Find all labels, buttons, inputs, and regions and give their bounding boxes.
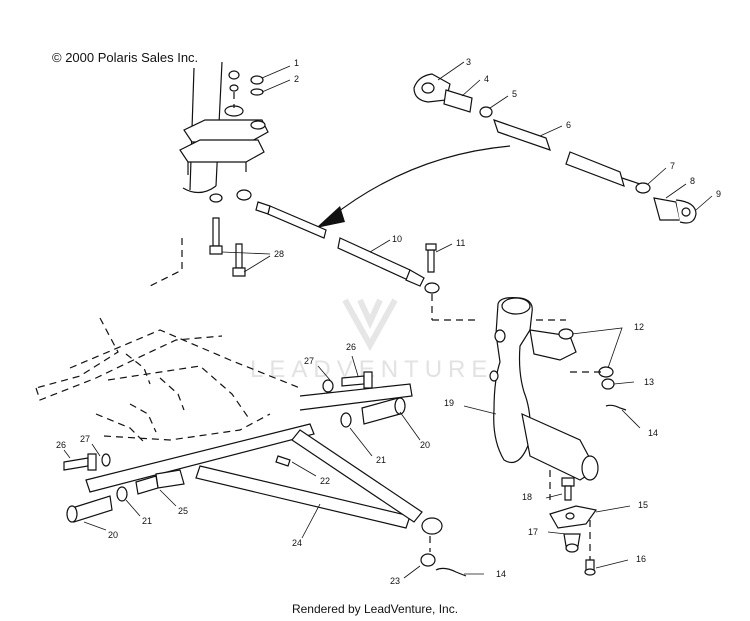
callout-21-left: 21 (142, 516, 152, 526)
bolt-11 (425, 243, 437, 273)
bolt-26-right (341, 371, 373, 389)
washer-21-left (116, 486, 128, 502)
callout-11: 11 (456, 238, 465, 248)
boot-4 (443, 89, 473, 113)
washer-27-right (322, 379, 334, 393)
ball-joint-17 (563, 533, 581, 553)
jam-nut-7 (635, 182, 651, 194)
callout-20-left: 20 (108, 530, 118, 540)
callout-26-left: 26 (56, 440, 66, 450)
bolt-28 (209, 193, 246, 277)
footer-text: Rendered by LeadVenture, Inc. (291, 602, 459, 616)
bolt-26-left (63, 453, 97, 471)
callout-24: 24 (292, 538, 302, 548)
callout-18: 18 (522, 492, 532, 502)
leader-lines (63, 61, 713, 579)
assembly-lines (432, 319, 606, 500)
cotter-pin-14-upper (605, 404, 627, 411)
callout-19: 19 (444, 398, 454, 408)
callout-27-left: 27 (80, 434, 90, 444)
callout-6: 6 (566, 120, 571, 130)
callout-21-right: 21 (376, 455, 386, 465)
callout-2: 2 (294, 74, 299, 84)
assembly-arrow (316, 145, 511, 228)
tie-rod-end-9 (675, 199, 697, 224)
callout-23: 23 (390, 576, 400, 586)
callout-labels: 1 2 3 4 5 6 7 8 9 10 11 12 13 14 14 15 1… (56, 57, 721, 586)
tie-rod-assembly-10 (236, 189, 440, 320)
callout-26-right: 26 (346, 342, 356, 352)
callout-5: 5 (512, 89, 517, 99)
grease-fitting-22 (275, 455, 291, 467)
bolt-18 (561, 477, 575, 501)
frame-outline (35, 238, 301, 443)
pivot-tube-20-left (66, 495, 113, 523)
callout-15: 15 (638, 500, 648, 510)
callout-7: 7 (670, 161, 675, 171)
tie-rod-end-3 (413, 73, 451, 103)
tie-rod-end-8 (653, 197, 681, 221)
bolt-16 (584, 520, 596, 576)
callout-28: 28 (274, 249, 284, 259)
callout-20-right: 20 (420, 440, 430, 450)
a-arm-24 (85, 423, 443, 535)
callout-14-lower: 14 (496, 569, 506, 579)
callout-4: 4 (484, 74, 489, 84)
steering-post (179, 61, 269, 194)
bushing-25 (135, 475, 159, 495)
washer-27-left (101, 453, 111, 467)
callout-16: 16 (636, 554, 646, 564)
washer-21-right (340, 412, 352, 428)
callout-13: 13 (644, 377, 654, 387)
callout-27-right: 27 (304, 356, 314, 366)
callout-14-upper: 14 (648, 428, 658, 438)
callout-9: 9 (716, 189, 721, 199)
copyright-text: © 2000 Polaris Sales Inc. (52, 50, 199, 65)
nut-1 (250, 75, 264, 85)
plate-15 (549, 505, 598, 529)
callout-3: 3 (466, 57, 471, 67)
cotter-pin-14-lower (435, 567, 467, 577)
callout-12: 12 (634, 322, 644, 332)
callout-17: 17 (528, 527, 538, 537)
callout-1: 1 (294, 58, 299, 68)
washer-2 (250, 88, 264, 96)
spindle-19 (489, 297, 599, 481)
nut-23 (420, 536, 436, 567)
callout-25: 25 (178, 506, 188, 516)
callout-22: 22 (320, 476, 330, 486)
tie-rod-6 (493, 119, 641, 187)
nut-13 (601, 378, 615, 390)
pivot-tube-20-right (299, 383, 413, 425)
jam-nut-5 (479, 106, 493, 118)
callout-10: 10 (392, 234, 402, 244)
watermark-logo (342, 298, 398, 352)
callout-8: 8 (690, 176, 695, 186)
